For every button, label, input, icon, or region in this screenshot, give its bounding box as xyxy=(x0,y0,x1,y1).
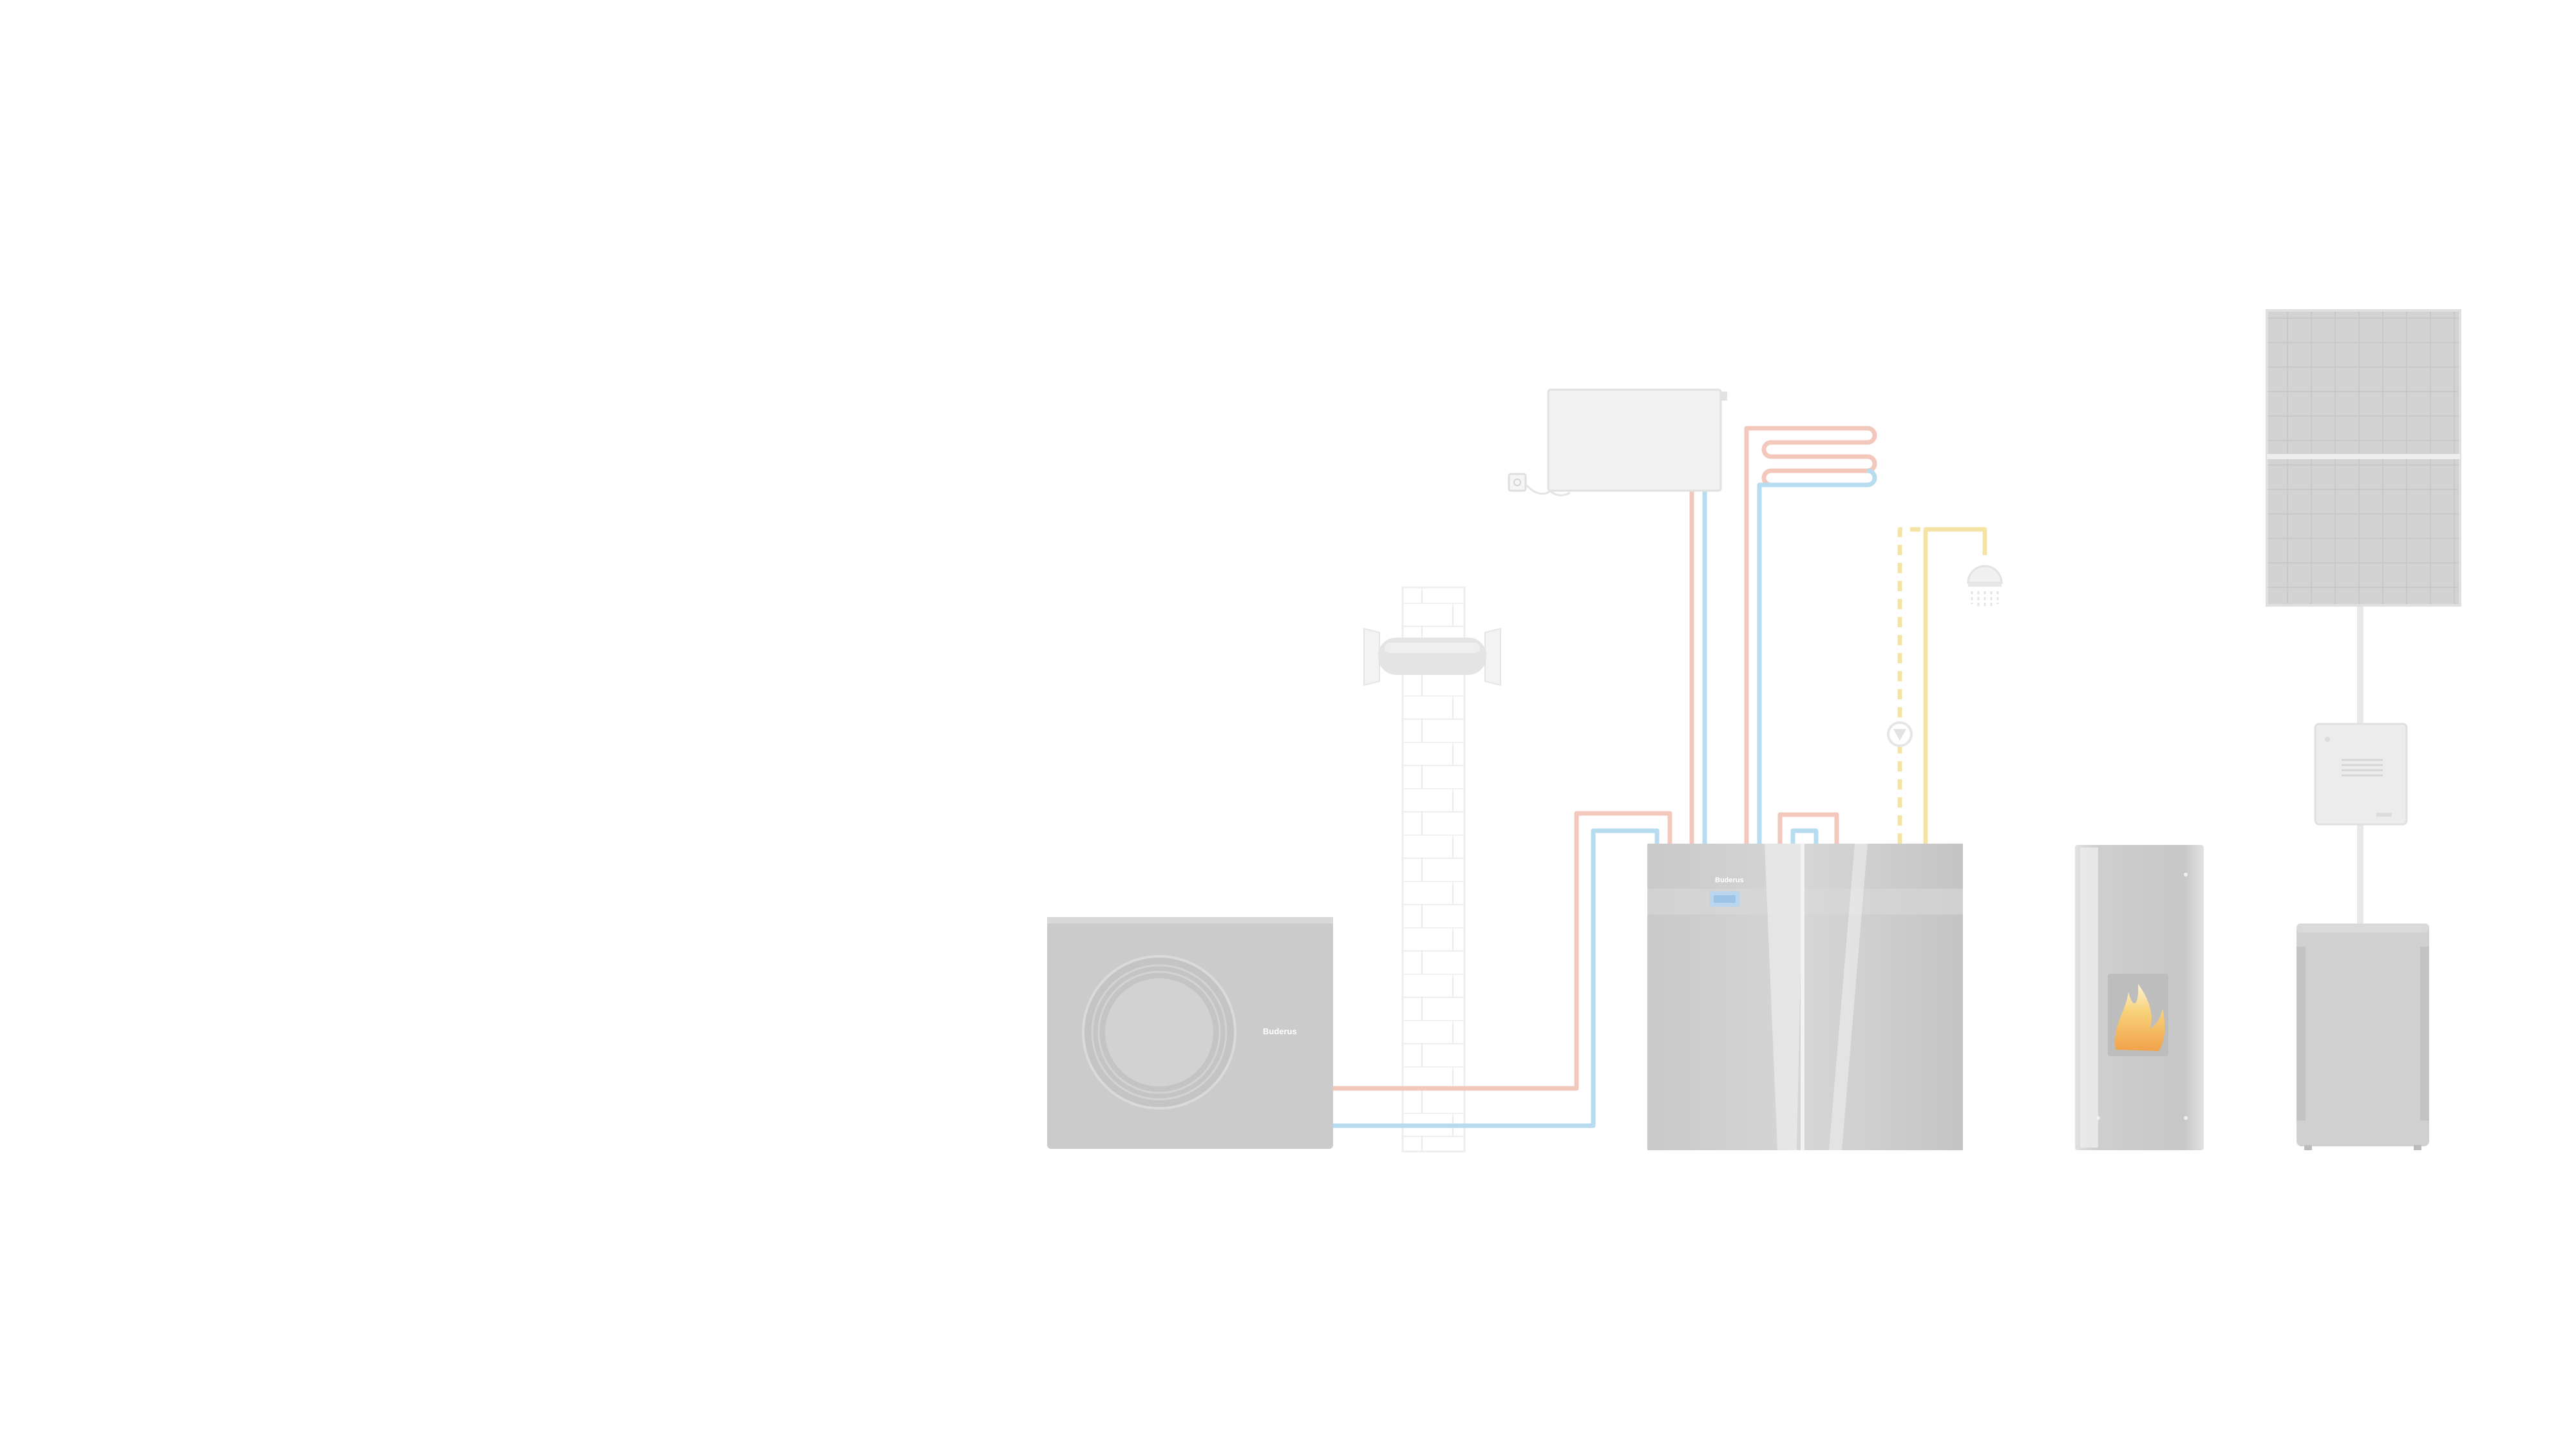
return-pipe-buffer xyxy=(1790,828,1819,844)
solar-panel-icon xyxy=(2266,309,2461,607)
indoor-unit-brand-label: Buderus xyxy=(1715,876,1744,884)
radiator-icon xyxy=(1547,388,1727,497)
pipe-network xyxy=(1331,426,1987,1128)
inverter-icon xyxy=(2314,723,2408,826)
return-pipe-heatpump xyxy=(1331,828,1660,1128)
pellet-stove-icon xyxy=(2075,845,2204,1150)
heat-pump-brand-label: Buderus xyxy=(1263,1027,1297,1036)
fan-grille-icon xyxy=(1082,955,1236,1110)
battery-storage-icon xyxy=(2297,923,2429,1150)
shower-head-icon xyxy=(1967,565,2003,608)
brick-wall xyxy=(1401,586,1466,1153)
thermostat-icon xyxy=(1508,473,1553,495)
control-display-icon xyxy=(1710,891,1739,907)
wall-ventilation-unit-icon xyxy=(1363,627,1501,687)
flow-pipe-buffer xyxy=(1777,812,1839,844)
circulation-pump-icon xyxy=(1887,721,1913,747)
flow-pipe-heatpump xyxy=(1331,811,1672,1091)
return-pipe-underfloor xyxy=(1757,468,1877,844)
circulation-pipe xyxy=(1897,527,1926,844)
outdoor-heat-pump: Buderus xyxy=(1047,917,1333,1149)
flame-icon xyxy=(2115,984,2165,1051)
hot-water-pipe xyxy=(1923,527,1987,844)
flow-pipe-underfloor xyxy=(1744,426,1877,844)
indoor-unit: Buderus xyxy=(1647,844,1963,1150)
